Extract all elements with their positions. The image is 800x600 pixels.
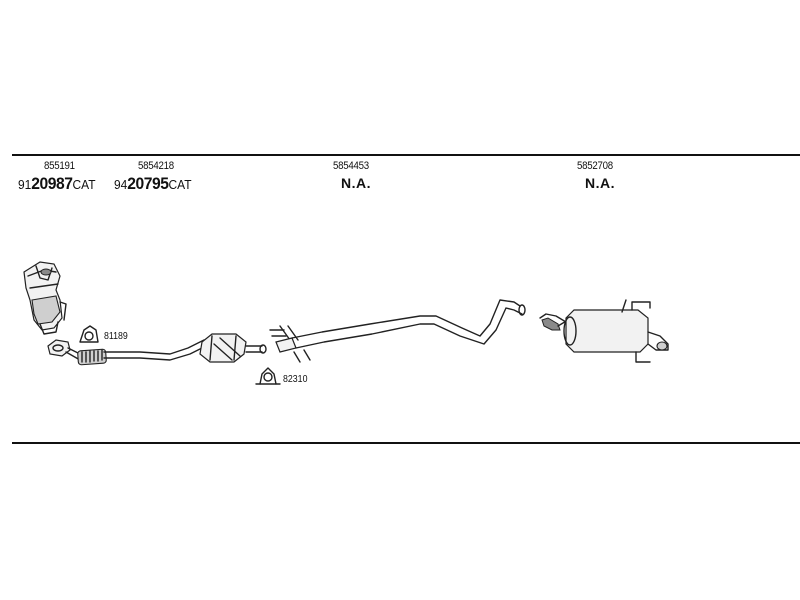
part-number-label: 5854218 <box>138 160 174 172</box>
availability-label: N.A. <box>585 175 615 191</box>
part-number-label: 5852708 <box>577 160 613 172</box>
availability-label: N.A. <box>341 175 371 191</box>
part-number-label: 855191 <box>44 160 75 172</box>
top-divider-line <box>12 154 800 156</box>
reference-suffix: CAT <box>168 177 192 192</box>
reference-suffix: CAT <box>72 177 96 192</box>
gasket-part <box>79 325 99 343</box>
clamp-part <box>255 367 281 385</box>
reference-main: 20987 <box>31 174 73 193</box>
reference-number-label: 9120987CAT <box>18 175 96 192</box>
reference-prefix: 94 <box>114 177 128 192</box>
reference-number-label: 9420795CAT <box>114 175 192 192</box>
reference-main: 20795 <box>127 174 169 193</box>
clamp-callout-label: 82310 <box>283 374 308 385</box>
manifold-catalyst-part <box>23 261 67 335</box>
rear-silencer-part <box>539 299 669 363</box>
catalytic-converter-part <box>199 333 267 363</box>
part-number-label: 5854453 <box>333 160 369 172</box>
gasket-callout-label: 81189 <box>104 331 128 342</box>
middle-pipe-part <box>269 299 526 363</box>
front-pipe-part <box>47 339 207 366</box>
reference-prefix: 91 <box>18 177 32 192</box>
bottom-divider-line <box>12 442 800 444</box>
